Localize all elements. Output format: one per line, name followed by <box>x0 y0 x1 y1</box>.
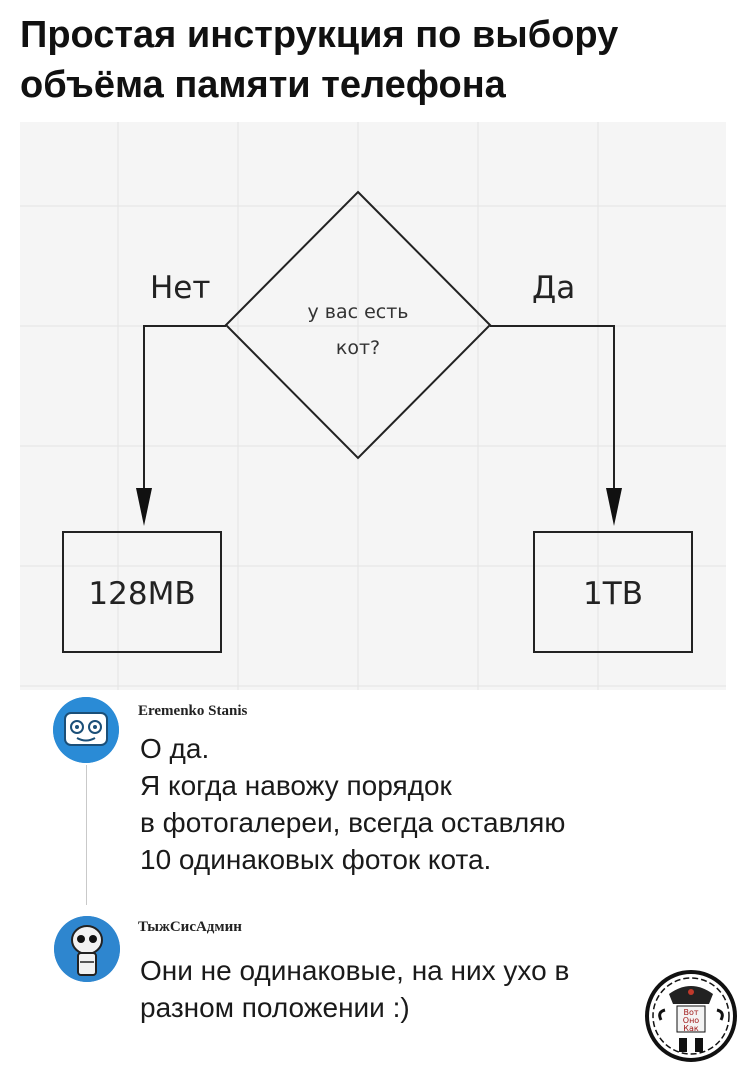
watermark-line-1: Вот <box>683 1008 698 1017</box>
right-result-box <box>533 531 693 653</box>
left-result-box <box>62 531 222 653</box>
avatar[interactable] <box>53 697 119 763</box>
comment-text: О да. Я когда навожу порядок в фотогалер… <box>140 730 565 878</box>
avatar[interactable] <box>54 916 120 982</box>
right-result-text: 1TB <box>583 576 643 612</box>
no-label: Нет <box>150 270 210 306</box>
decision-diamond <box>224 190 492 460</box>
comment-line: 10 одинаковых фоток кота. <box>140 844 492 875</box>
left-result-text: 128MB <box>88 576 195 612</box>
comment-text: Они не одинаковые, на них ухо в разном п… <box>140 952 680 1026</box>
thread-connector <box>86 765 87 905</box>
cartoon-character-icon <box>54 916 120 982</box>
no-connector <box>143 325 226 510</box>
yes-arrowhead <box>606 488 622 526</box>
watermark-line-2: Оно <box>683 1016 700 1025</box>
comment-line: Они не одинаковые, на них ухо в <box>140 955 570 986</box>
decision-text-line-1: у вас есть <box>307 301 408 323</box>
comment-author[interactable]: Eremenko Stanis <box>138 703 248 719</box>
title-line-2: объёма памяти телефона <box>20 64 506 106</box>
comment-line: в фотогалереи, всегда оставляю <box>140 807 566 838</box>
comment-author[interactable]: ТыжСисАдмин <box>138 919 242 935</box>
seal-icon: Вот Оно Как <box>645 970 737 1062</box>
comment-line: Я когда навожу порядок <box>140 770 452 801</box>
page-title: Простая инструкция по выбору объёма памя… <box>20 10 730 110</box>
no-arrowhead <box>136 488 152 526</box>
yes-connector <box>490 325 615 510</box>
comment-line: разном положении :) <box>140 992 410 1023</box>
flowchart-canvas: у вас есть кот? Нет Да 128MB 1TB <box>20 122 726 690</box>
watermark-line-3: Как <box>683 1024 699 1033</box>
decision-text-line-2: кот? <box>336 337 380 359</box>
comment-line: О да. <box>140 733 210 764</box>
flowchart: у вас есть кот? Нет Да 128MB 1TB <box>20 122 726 690</box>
watermark-logo: Вот Оно Как <box>643 964 739 1064</box>
robot-face-icon <box>53 697 119 763</box>
title-line-1: Простая инструкция по выбору <box>20 14 619 56</box>
comment-thread: Eremenko Stanis О да. Я когда навожу пор… <box>0 690 744 1073</box>
yes-label: Да <box>532 270 575 306</box>
